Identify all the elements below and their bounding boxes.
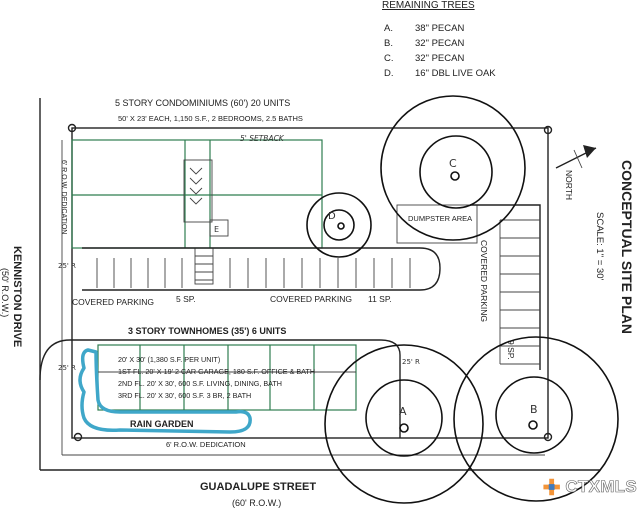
legend-label-c: 32" PECAN	[415, 53, 464, 64]
legend-title: REMAINING TREES	[382, 0, 475, 11]
townhome-line-4: 3RD FL. 20' X 30', 600 S.F. 3 BR, 2 BATH	[118, 391, 251, 400]
tree-c: C	[380, 95, 526, 241]
townhome-line-1: 20' X 30' (1,380 S.F. PER UNIT)	[118, 355, 220, 364]
tree-a: A	[324, 344, 484, 504]
covered-parking-stalls-east	[499, 219, 540, 365]
plan-scale: SCALE: 1" = 30'	[594, 212, 605, 280]
tree-d-letter: D	[328, 211, 336, 222]
street-west-row: (50' R.O.W.)	[0, 268, 10, 317]
legend-key-d: D.	[384, 68, 394, 79]
dumpster-label: DUMPSTER AREA	[408, 214, 472, 223]
tree-legend: REMAINING TREES A. 38" PECAN B. 32" PECA…	[382, 0, 496, 79]
legend-label-a: 38" PECAN	[415, 23, 464, 34]
tree-b: B	[453, 336, 619, 502]
street-west-label: KENNISTON DRIVE	[11, 246, 23, 347]
ctxmls-logo-icon	[542, 477, 561, 497]
townhome-building	[97, 344, 357, 411]
parking-right-count: 9 SP.	[506, 340, 516, 360]
covered-parking-stalls-north	[96, 258, 411, 288]
townhome-line-2: 1ST FL. 20' X 19' 2 CAR GARAGE, 180 S.F.…	[118, 367, 315, 376]
tree-b-letter: B	[530, 403, 538, 416]
drive-aisle-north	[82, 247, 441, 291]
row-dedication-bottom: 6' R.O.W. DEDICATION	[166, 440, 246, 449]
plan-title: CONCEPTUAL SITE PLAN	[619, 160, 635, 334]
radius-label-3: 25' R	[402, 358, 420, 366]
street-south-row: (60' R.O.W.)	[232, 498, 281, 508]
parking-middle-label: COVERED PARKING	[270, 294, 352, 304]
dumpster-area	[396, 204, 478, 244]
property-boundary	[71, 127, 549, 439]
north-label: NORTH	[564, 170, 574, 200]
ctxmls-watermark: CTXMLS	[541, 474, 637, 500]
parking-right-label: COVERED PARKING	[479, 240, 489, 322]
parking-left-label: COVERED PARKING	[72, 297, 154, 307]
setback-label: 5' SETBACK	[240, 134, 285, 143]
legend-label-b: 32" PECAN	[415, 38, 464, 49]
radius-label-2: 25' R	[58, 364, 76, 372]
radius-label-1: 25' R	[58, 262, 76, 270]
condominium-building: E	[71, 139, 323, 285]
drive-aisle-south	[70, 339, 401, 438]
tree-d: D	[306, 192, 372, 258]
tree-c-letter: C	[449, 157, 457, 170]
street-south-label: GUADALUPE STREET	[200, 481, 316, 493]
watermark-text: CTXMLS	[565, 477, 637, 497]
legend-key-b: B.	[384, 38, 393, 49]
legend-label-d: 16" DBL LIVE OAK	[415, 68, 496, 79]
legend-key-a: A.	[384, 23, 393, 34]
rain-garden-label: RAIN GARDEN	[130, 419, 194, 429]
elevator-label: E	[214, 225, 219, 234]
townhome-title: 3 STORY TOWNHOMES (35') 6 UNITS	[128, 326, 286, 336]
row-dedication-left: 6' R.O.W. DEDICATION	[60, 160, 67, 234]
rain-garden-outline	[78, 348, 252, 434]
parking-middle-count: 11 SP.	[368, 294, 392, 304]
condo-detail: 50' X 23' EACH, 1,150 S.F., 2 BEDROOMS, …	[118, 114, 303, 123]
legend-key-c: C.	[384, 53, 394, 64]
tree-a-letter: A	[399, 405, 407, 418]
parking-left-count: 5 SP.	[176, 294, 196, 304]
townhome-line-3: 2ND FL. 20' X 30', 600 S.F. LIVING, DINI…	[118, 379, 282, 388]
condo-title: 5 STORY CONDOMINIUMS (60') 20 UNITS	[115, 98, 290, 108]
north-arrow-icon	[555, 145, 597, 169]
